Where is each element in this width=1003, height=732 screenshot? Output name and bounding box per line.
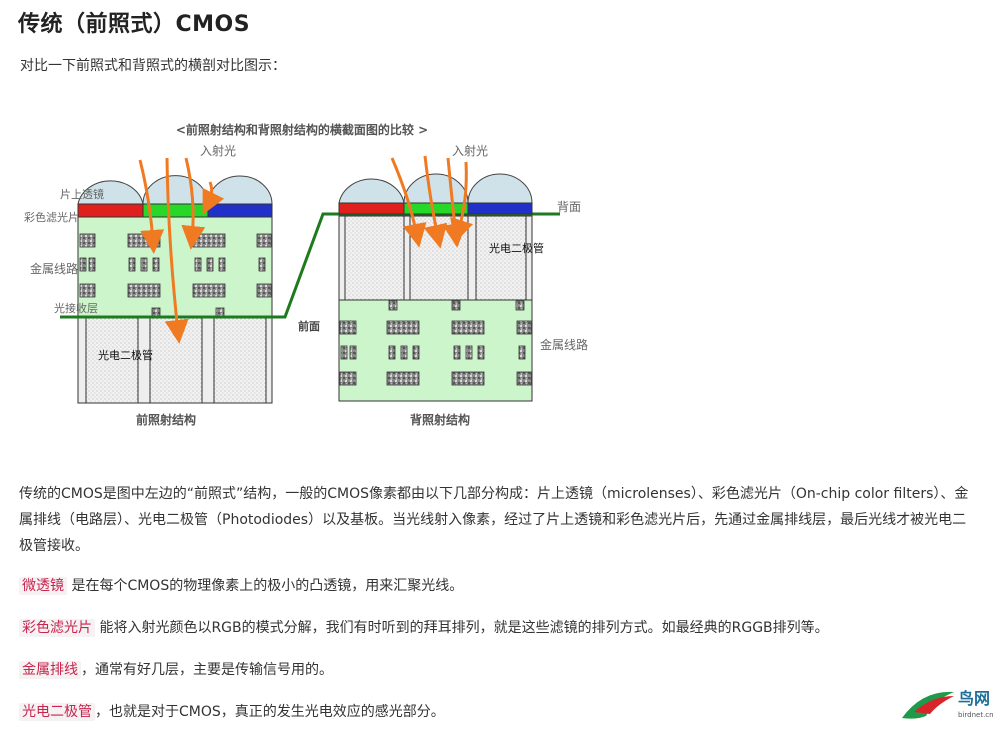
left-color-filters bbox=[77, 203, 273, 218]
right-color-filters bbox=[338, 202, 533, 215]
right-metal-wiring-region bbox=[338, 299, 533, 402]
left-metal-wiring-label: 金属线路 bbox=[30, 261, 78, 276]
microlens-label: 片上透镜 bbox=[60, 187, 104, 201]
right-metal-wiring-label: 金属线路 bbox=[540, 337, 588, 352]
left-wiring-blocks bbox=[79, 233, 272, 318]
cmos-cross-section-figure: <前照射结构和背照射结构的横截面图的比较 > bbox=[0, 110, 620, 440]
light-receiving-label: 光接收层 bbox=[54, 301, 98, 315]
cmos-diagram: <前照射结构和背照射结构的横截面图的比较 > bbox=[24, 122, 588, 427]
intro-text: 对比一下前照式和背照式的横剖对比图示： bbox=[20, 58, 286, 74]
term-metal-wiring: 金属排线 bbox=[19, 661, 81, 679]
figure-caption: <前照射结构和背照射结构的横截面图的比较 > bbox=[176, 122, 428, 137]
term-line-microlens: 微透镜 是在每个CMOS的物理像素上的极小的凸透镜，用来汇聚光线。 bbox=[19, 575, 463, 597]
left-incident-light-arrows bbox=[138, 157, 225, 344]
left-photodiode-label: 光电二极管 bbox=[98, 348, 153, 362]
right-photodiode-label: 光电二极管 bbox=[489, 241, 544, 255]
right-structure-caption: 背照射结构 bbox=[410, 412, 470, 427]
article-title: 传统（前照式）CMOS bbox=[18, 12, 251, 37]
left-structure-caption: 前照射结构 bbox=[136, 412, 196, 427]
right-wiring-blocks bbox=[339, 300, 532, 386]
back-side-label: 背面 bbox=[557, 200, 581, 214]
term-photodiode: 光电二极管 bbox=[19, 703, 95, 721]
term-color-filter-desc: 能将入射光颜色以RGB的模式分解，我们有时听到的拜耳排列，就是这些滤镜的排列方式… bbox=[95, 620, 829, 636]
term-color-filter: 彩色滤光片 bbox=[19, 619, 95, 637]
right-incident-light-arrows bbox=[390, 155, 474, 249]
term-microlens-desc: 是在每个CMOS的物理像素上的极小的凸透镜，用来汇聚光线。 bbox=[67, 578, 464, 594]
watermark-url: birdnet.cn bbox=[958, 711, 994, 719]
term-line-color-filter: 彩色滤光片 能将入射光颜色以RGB的模式分解，我们有时听到的拜耳排列，就是这些滤… bbox=[19, 617, 829, 639]
right-microlenses bbox=[338, 173, 533, 204]
front-side-label: 前面 bbox=[298, 319, 320, 333]
term-line-photodiode: 光电二极管，也就是对于CMOS，真正的发生光电效应的感光部分。 bbox=[19, 701, 445, 723]
body-paragraph: 传统的CMOS是图中左边的“前照式”结构，一般的CMOS像素都由以下几部分构成：… bbox=[19, 486, 969, 554]
left-incident-light-label: 入射光 bbox=[200, 143, 236, 158]
term-microlens: 微透镜 bbox=[19, 577, 67, 595]
right-incident-light-label: 入射光 bbox=[452, 143, 488, 158]
term-line-metal-wiring: 金属排线，通常有好几层，主要是传输信号用的。 bbox=[19, 659, 333, 681]
left-microlenses bbox=[77, 175, 273, 205]
watermark-name: 鸟网 bbox=[958, 689, 990, 708]
term-photodiode-desc: ，也就是对于CMOS，真正的发生光电效应的感光部分。 bbox=[95, 704, 445, 720]
birdnet-watermark-logo: 鸟网 birdnet.cn bbox=[898, 682, 998, 726]
color-filter-label: 彩色滤光片 bbox=[24, 210, 79, 224]
left-photodiode-cells bbox=[85, 316, 267, 404]
bird-logo-icon: 鸟网 birdnet.cn bbox=[902, 689, 994, 719]
term-metal-wiring-desc: ，通常有好几层，主要是传输信号用的。 bbox=[81, 662, 333, 678]
